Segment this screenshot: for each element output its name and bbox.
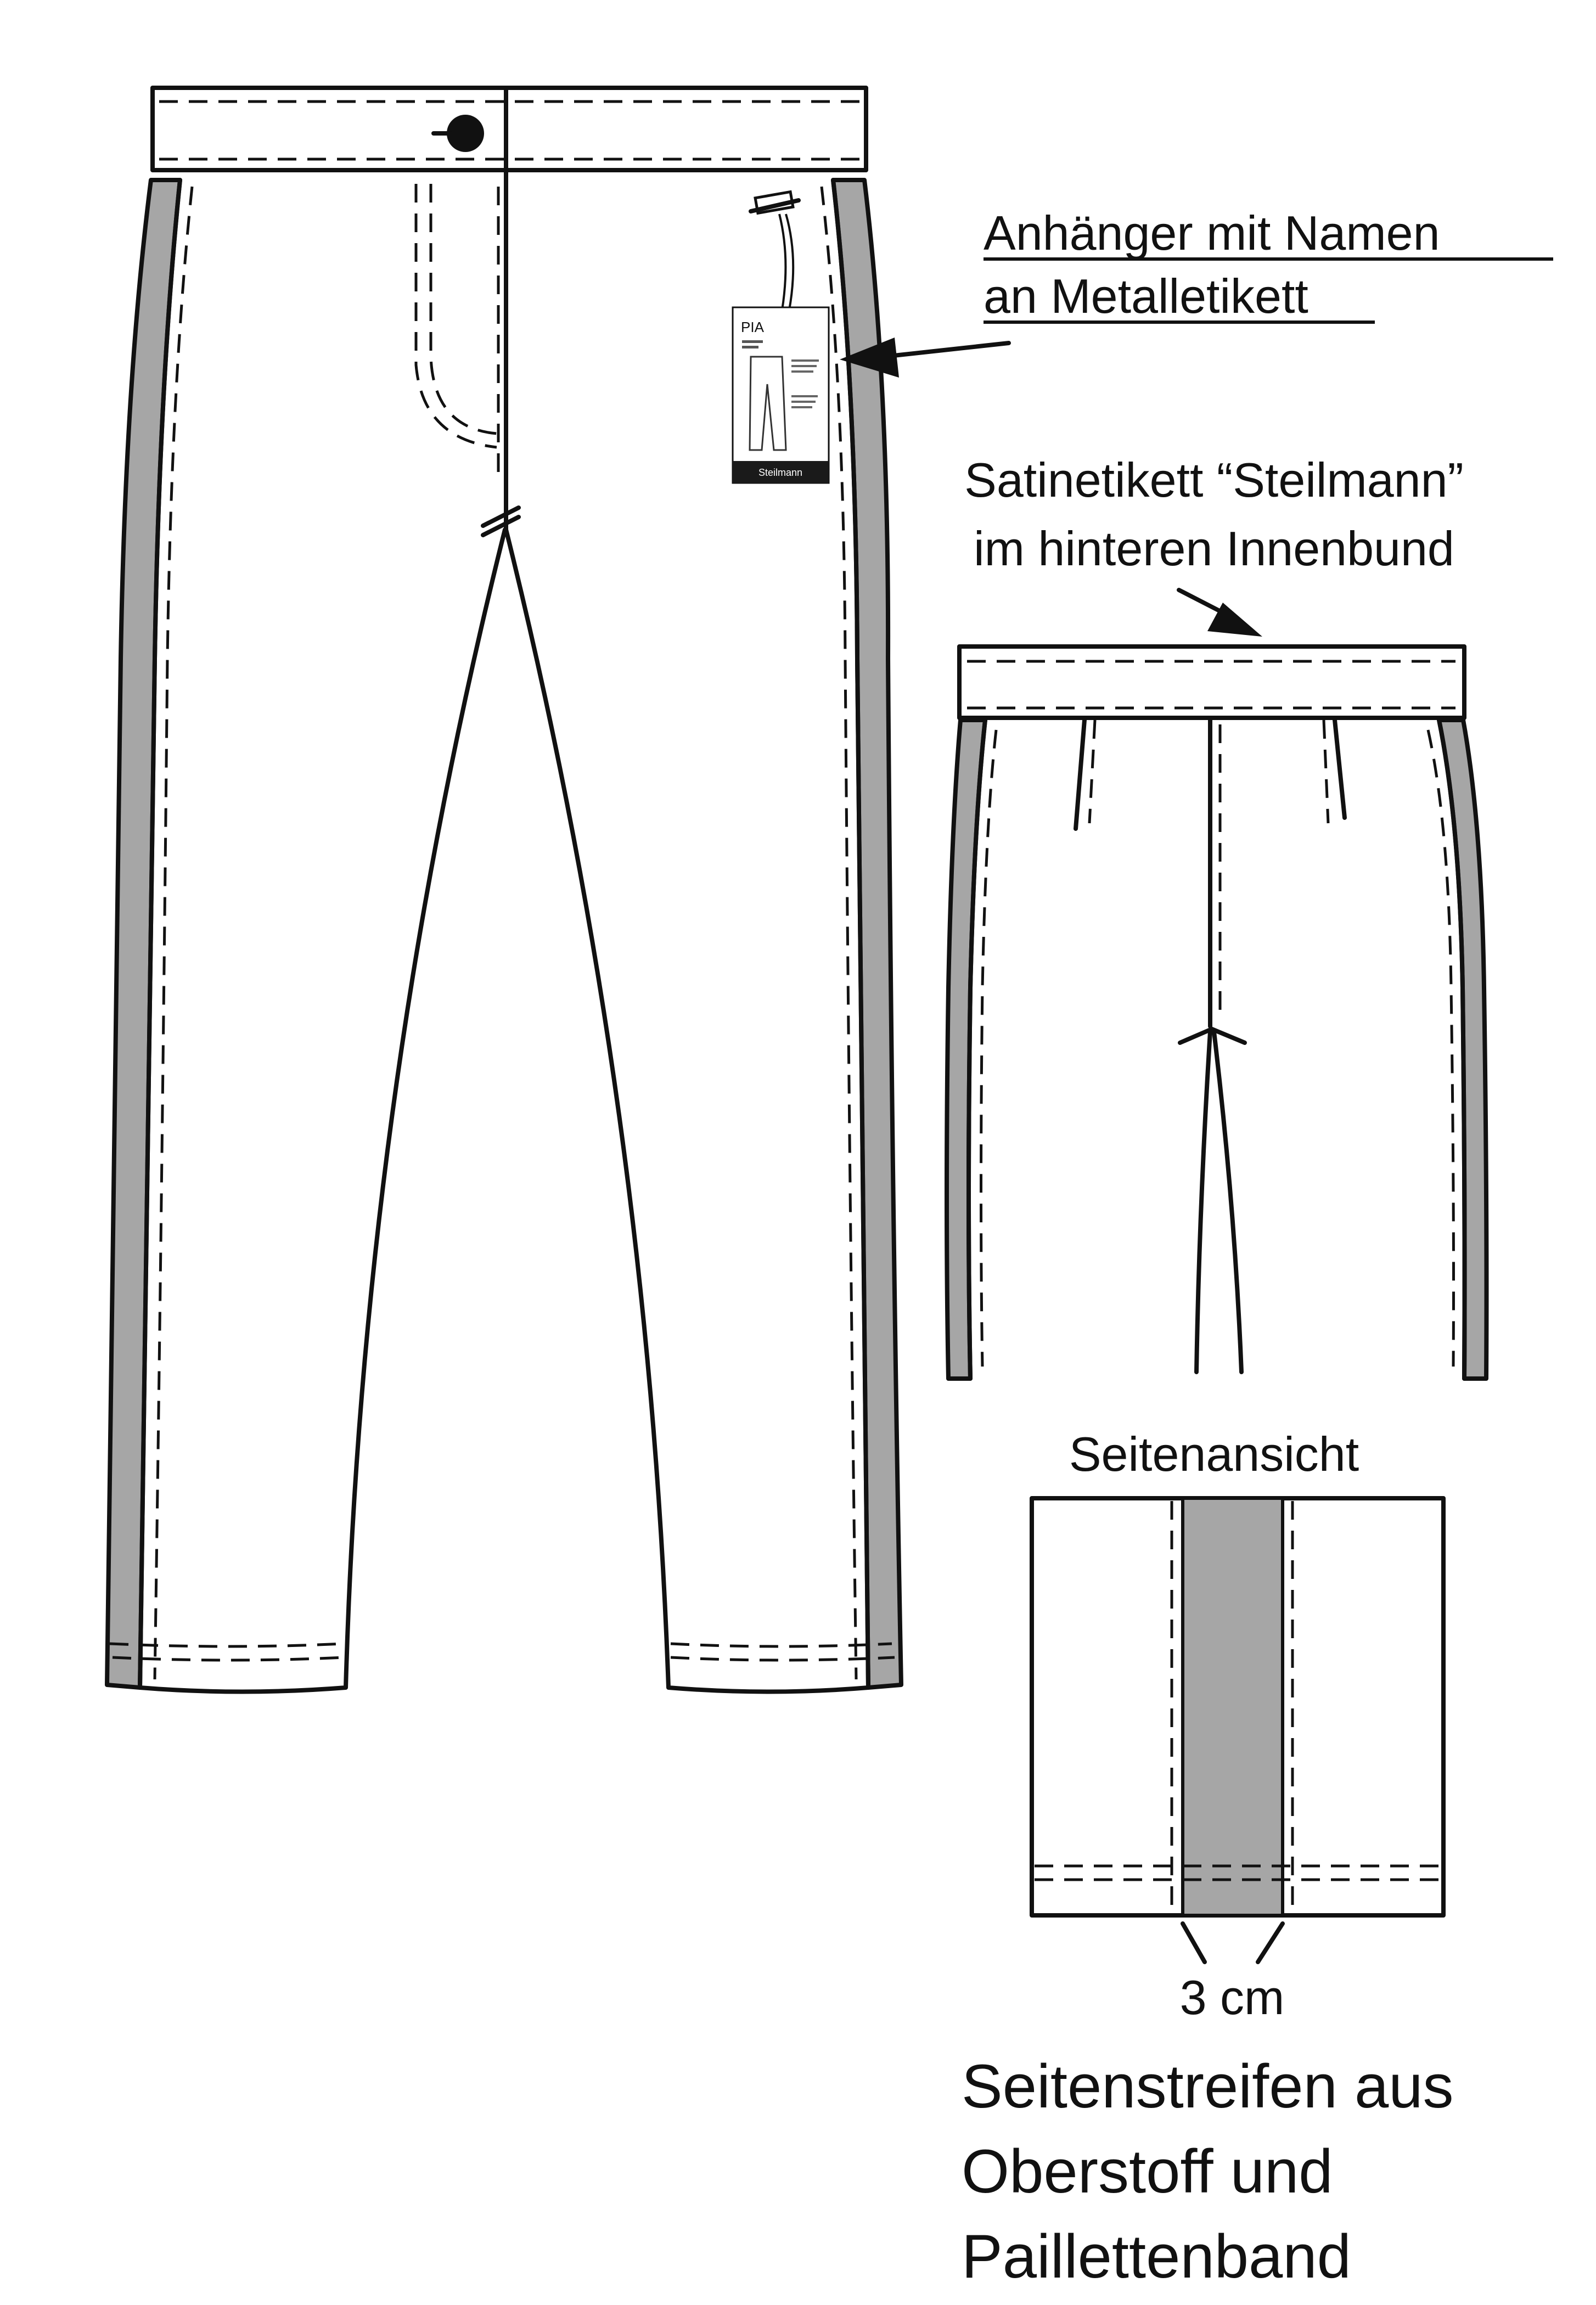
hang-tag: PIA Steilmann (732, 190, 830, 484)
hang-tag-annotation: Anhänger mit Namen an Metalletikett (984, 206, 1553, 324)
waistband-button (431, 115, 484, 152)
side-view-title: Seitenansicht (1069, 1427, 1359, 1481)
satin-label-annotation: Satinetikett “Steilmann” im hinteren Inn… (964, 453, 1464, 637)
right-hem-topstitch (670, 1642, 892, 1648)
satin-label-line1: Satinetikett “Steilmann” (964, 453, 1464, 507)
stripe-width-measure: 3 cm (1180, 1970, 1285, 2025)
front-waistband (150, 86, 868, 172)
stripe-note-line2: Oberstoff und (962, 2137, 1333, 2206)
left-leg-outline (138, 178, 507, 1694)
back-left-side-stripe (945, 718, 987, 1381)
back-dart-right (1333, 718, 1347, 820)
back-waistband (957, 644, 1466, 720)
back-dart-left (1074, 718, 1087, 831)
stripe-note: Seitenstreifen aus Oberstoff und Paillet… (962, 2052, 1454, 2291)
back-inseam-right (1212, 1030, 1244, 1374)
hang-tag-label-line2: an Metalletikett (984, 269, 1308, 323)
front-view-trousers: PIA Steilmann (105, 86, 1011, 1694)
side-view-detail: Seitenansicht 3 cm (1030, 1427, 1446, 2025)
satin-label-line2: im hinteren Innenbund (974, 521, 1454, 576)
hang-tag-label-line1: Anhänger mit Namen (984, 206, 1440, 260)
fly-topstitch (429, 184, 497, 435)
stripe-note-line3: Paillettenband (962, 2222, 1351, 2291)
hang-tag-arrow (840, 338, 1011, 378)
back-inseam-left (1194, 1030, 1212, 1374)
right-leg-outline (504, 178, 870, 1694)
hang-tag-name: PIA (741, 319, 765, 335)
left-hem-topstitch (109, 1642, 344, 1648)
stripe-note-line1: Seitenstreifen aus (962, 2052, 1454, 2121)
back-view-trousers (945, 644, 1489, 1381)
hang-tag-brand: Steilmann (758, 467, 802, 478)
side-view-stripe (1181, 1497, 1284, 1917)
